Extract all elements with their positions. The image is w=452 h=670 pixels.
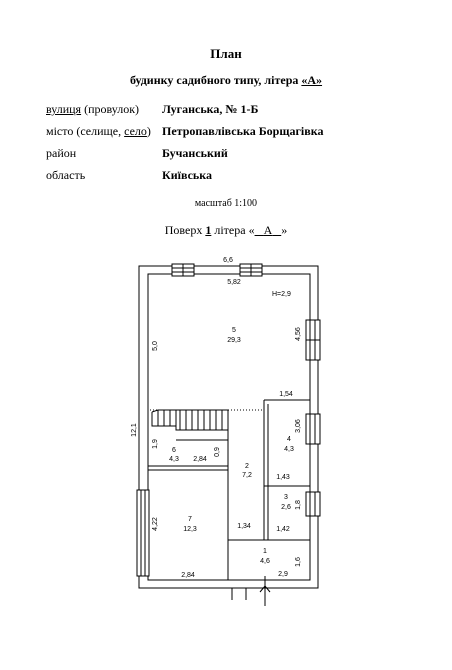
city-label: місто (селище, село) — [46, 124, 151, 139]
dim-1-6: 1,6 — [295, 557, 302, 567]
dim-4-56: 4,56 — [295, 327, 302, 341]
dim-1-43: 1,43 — [276, 474, 290, 481]
city-value: Петропавлівська Борщагівка — [162, 124, 324, 138]
street-label: вулиця (провулок) — [46, 102, 139, 117]
plan-subtitle: будинку садибного типу, літера «А» — [0, 73, 452, 88]
district-label: район — [46, 146, 77, 160]
dim-outer-width: 6,6 — [223, 257, 233, 264]
room-2-id: 2 — [245, 463, 249, 470]
city-label-b: ) — [146, 124, 151, 138]
dim-1-8: 1,8 — [295, 500, 302, 510]
stairs — [151, 409, 229, 431]
dim-5-0: 5,0 — [152, 341, 159, 351]
room-2-area: 7,2 — [242, 472, 252, 479]
dim-1-34: 1,34 — [237, 523, 251, 530]
floor-letter: А — [255, 223, 282, 237]
room-1-area: 4,6 — [260, 558, 270, 565]
entrance-arrow — [259, 576, 271, 606]
floor-line: Поверх 1 літера « А » — [0, 223, 452, 238]
plan-subtitle-letter: «А» — [301, 73, 323, 87]
room-1-id: 1 — [263, 548, 267, 555]
dim-3-06: 3,06 — [295, 419, 302, 433]
room-6-area: 4,3 — [169, 456, 179, 463]
dim-2-84-bottom: 2,84 — [181, 572, 195, 579]
room-3-area: 2,6 — [281, 504, 291, 511]
city-label-underlined: село — [124, 124, 147, 138]
room-4-id: 4 — [287, 436, 291, 443]
ceiling-height: Н=2,9 — [272, 291, 291, 298]
floor-middle: літера « — [211, 223, 255, 237]
street-value: Луганська, № 1-Б — [162, 102, 259, 116]
floor-suffix: » — [281, 223, 288, 237]
dim-1-9: 1,9 — [152, 439, 159, 449]
dim-outer-height: 12,1 — [131, 423, 138, 437]
region-label: область — [46, 168, 86, 182]
room-7-area: 12,3 — [183, 526, 197, 533]
room-5-area: 29,3 — [227, 337, 241, 344]
dim-0-9: 0,9 — [214, 447, 221, 457]
room-4-area: 4,3 — [284, 446, 294, 453]
window-right-2 — [305, 413, 321, 445]
floor-number: 1 — [205, 223, 212, 237]
plan-subtitle-text: будинку садибного типу, літера — [129, 73, 302, 87]
plan-title: План — [210, 46, 242, 61]
room-7-id: 7 — [188, 516, 192, 523]
scale-text: масштаб 1:100 — [194, 198, 258, 209]
room-3-id: 3 — [284, 494, 288, 501]
city-label-a: місто (селище, — [46, 124, 125, 138]
district-value: Бучанський — [162, 146, 228, 160]
dim-4-22: 4,22 — [152, 517, 159, 531]
region-value: Київська — [162, 168, 212, 182]
window-right-3 — [305, 491, 321, 517]
dim-2-84-top: 2,84 — [193, 456, 207, 463]
window-top-right — [239, 263, 263, 277]
street-label-underlined: вулиця — [46, 102, 82, 116]
room-5-id: 5 — [232, 327, 236, 334]
floor-letter-value: А — [263, 223, 273, 237]
room-6-id: 6 — [172, 447, 176, 454]
dim-2-9: 2,9 — [278, 571, 288, 578]
window-left-bottom — [136, 489, 150, 577]
dim-1-42: 1,42 — [276, 526, 290, 533]
street-label-rest: (провулок) — [81, 102, 140, 116]
window-top-left — [171, 263, 195, 277]
dim-1-54: 1,54 — [279, 391, 293, 398]
floor-prefix: Поверх — [164, 223, 206, 237]
dim-inner-width-top: 5,82 — [227, 279, 241, 286]
outer-wall-inner — [147, 273, 311, 581]
window-right-1 — [305, 319, 321, 361]
